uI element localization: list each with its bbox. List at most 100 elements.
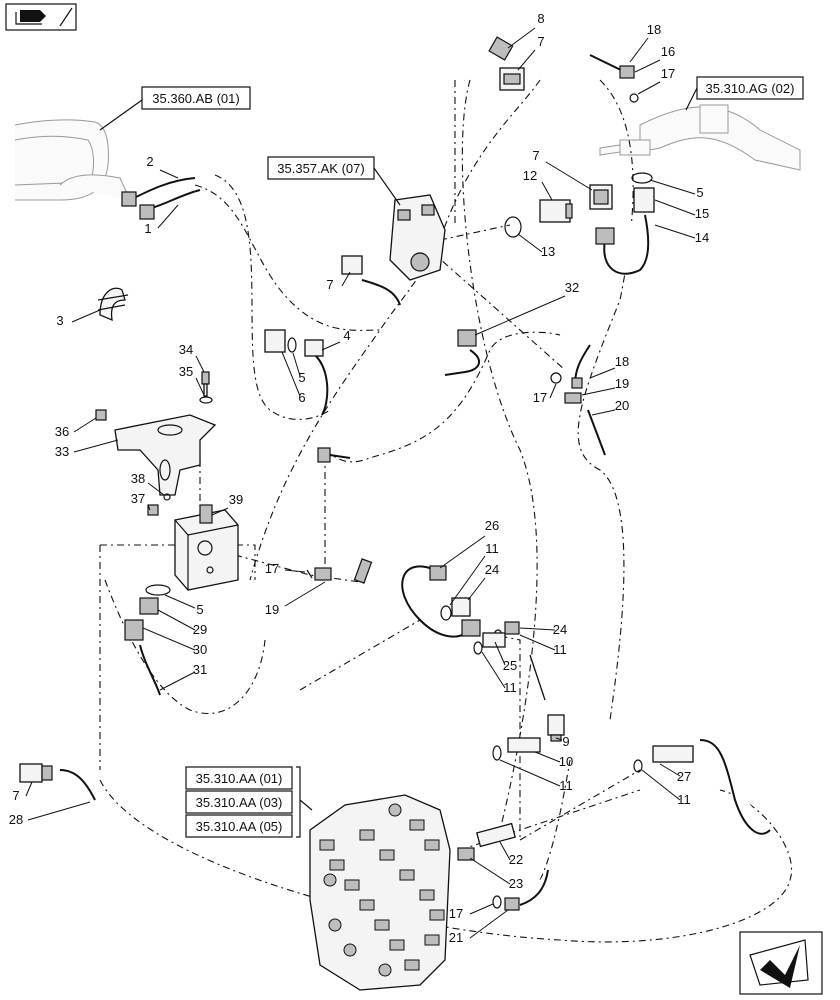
callout-number[interactable]: 16 <box>661 44 675 59</box>
callout-number[interactable]: 7 <box>532 148 539 163</box>
oring-5-low[interactable] <box>145 584 171 596</box>
reference-box-35-310-aa-05[interactable]: 35.310.AA (05) <box>185 814 293 838</box>
callout-number[interactable]: 22 <box>509 852 523 867</box>
callout-number[interactable]: 2 <box>146 154 153 169</box>
reference-box-35-310-ag-02[interactable]: 35.310.AG (02) <box>685 76 804 111</box>
callout-number[interactable]: 17 <box>661 66 675 81</box>
oring-11-a[interactable] <box>440 605 452 621</box>
oring-17-mid[interactable] <box>306 569 313 579</box>
callout-number[interactable]: 8 <box>537 11 544 26</box>
callout-number[interactable]: 21 <box>449 930 463 945</box>
callout-number[interactable]: 31 <box>193 662 207 677</box>
washer-35[interactable] <box>199 396 213 404</box>
adapter-10[interactable] <box>507 737 541 753</box>
callout-number[interactable]: 18 <box>615 354 629 369</box>
bracket-33[interactable] <box>114 414 217 496</box>
pump-body[interactable] <box>389 194 446 281</box>
tee-19-right[interactable] <box>564 392 582 404</box>
fitting-center-low[interactable] <box>353 558 373 584</box>
fitting-23[interactable] <box>457 847 475 861</box>
bolt-36[interactable] <box>95 409 107 421</box>
hose-31[interactable] <box>139 644 161 696</box>
nut-38[interactable] <box>163 493 171 501</box>
callout-number[interactable]: 19 <box>615 376 629 391</box>
hose-28[interactable] <box>59 769 96 801</box>
callout-number[interactable]: 1 <box>144 221 151 236</box>
callout-number[interactable]: 6 <box>298 390 305 405</box>
callout-number[interactable]: 30 <box>193 642 207 657</box>
fitting-7-top[interactable] <box>499 67 525 91</box>
hose-26[interactable] <box>401 565 481 638</box>
reference-box-35-357-ak-07[interactable]: 35.357.AK (07) <box>267 156 401 206</box>
callout-number[interactable]: 26 <box>485 518 499 533</box>
control-valve[interactable] <box>309 794 451 991</box>
sensor-20[interactable] <box>587 409 606 456</box>
callout-number[interactable]: 32 <box>565 280 579 295</box>
callout-number[interactable]: 11 <box>553 642 567 657</box>
callout-number[interactable]: 27 <box>677 769 691 784</box>
reference-box-35-310-aa-01[interactable]: 35.310.AA (01) <box>185 766 293 790</box>
callout-number[interactable]: 11 <box>485 541 499 556</box>
tube-18-right[interactable] <box>571 344 591 389</box>
clamp-3[interactable] <box>97 287 129 322</box>
oring-11-e[interactable] <box>633 759 643 773</box>
callout-number[interactable]: 5 <box>196 602 203 617</box>
callout-number[interactable]: 36 <box>55 424 69 439</box>
tube-center[interactable] <box>317 447 351 463</box>
bolt-37[interactable] <box>147 504 159 516</box>
hose-27[interactable] <box>652 739 771 835</box>
fitting-7-low[interactable] <box>19 763 53 783</box>
elbow-24-a[interactable] <box>451 597 471 617</box>
reference-box-35-360-ab-01[interactable]: 35.360.AB (01) <box>99 86 251 131</box>
callout-number[interactable]: 17 <box>449 906 463 921</box>
reference-box-35-310-aa-03[interactable]: 35.310.AA (03) <box>185 790 293 814</box>
callout-number[interactable]: 18 <box>647 22 661 37</box>
tee-19-mid[interactable] <box>314 567 332 581</box>
adapter-12[interactable] <box>539 199 573 223</box>
next-page-arrow-icon[interactable] <box>739 931 823 995</box>
callout-number[interactable]: 38 <box>131 471 145 486</box>
fitting-7-right[interactable] <box>589 184 613 210</box>
oring-11-d[interactable] <box>492 745 502 761</box>
oring-13[interactable] <box>504 216 522 238</box>
oring-11-c[interactable] <box>473 641 483 655</box>
callout-number[interactable]: 5 <box>298 370 305 385</box>
callout-number[interactable]: 35 <box>179 364 193 379</box>
hose-2-1[interactable] <box>121 177 201 220</box>
tube-18-top[interactable] <box>589 54 635 79</box>
callout-number[interactable]: 7 <box>12 788 19 803</box>
fitting-29[interactable] <box>139 597 159 615</box>
callout-number[interactable]: 29 <box>193 622 207 637</box>
hose-8[interactable] <box>458 34 514 81</box>
fitting-30[interactable] <box>124 619 144 641</box>
adapter-6[interactable] <box>264 329 286 353</box>
callout-number[interactable]: 34 <box>179 342 193 357</box>
callout-number[interactable]: 28 <box>9 812 23 827</box>
oring-5-mid[interactable] <box>287 337 297 353</box>
oring-17-right[interactable] <box>550 372 562 384</box>
callout-number[interactable]: 37 <box>131 491 145 506</box>
callout-number[interactable]: 13 <box>541 244 555 259</box>
callout-number[interactable]: 17 <box>533 390 547 405</box>
callout-number[interactable]: 24 <box>553 622 567 637</box>
callout-number[interactable]: 12 <box>523 168 537 183</box>
callout-number[interactable]: 5 <box>696 185 703 200</box>
tube-21[interactable] <box>504 869 549 911</box>
elbow-32[interactable] <box>444 329 480 376</box>
callout-number[interactable]: 25 <box>503 658 517 673</box>
hose-14[interactable] <box>595 187 655 275</box>
oring-17-top[interactable] <box>629 93 639 103</box>
oring-5-right[interactable] <box>631 172 653 184</box>
adapter-22[interactable] <box>476 822 516 848</box>
callout-number[interactable]: 11 <box>503 680 517 695</box>
callout-number[interactable]: 11 <box>677 792 691 807</box>
callout-number[interactable]: 33 <box>55 444 69 459</box>
callout-number[interactable]: 19 <box>265 602 279 617</box>
callout-number[interactable]: 11 <box>559 778 573 793</box>
callout-number[interactable]: 7 <box>537 34 544 49</box>
book-arrow-icon[interactable] <box>5 3 77 31</box>
callout-number[interactable]: 20 <box>615 398 629 413</box>
callout-number[interactable]: 4 <box>343 328 350 343</box>
callout-number[interactable]: 9 <box>562 734 569 749</box>
callout-number[interactable]: 39 <box>229 492 243 507</box>
